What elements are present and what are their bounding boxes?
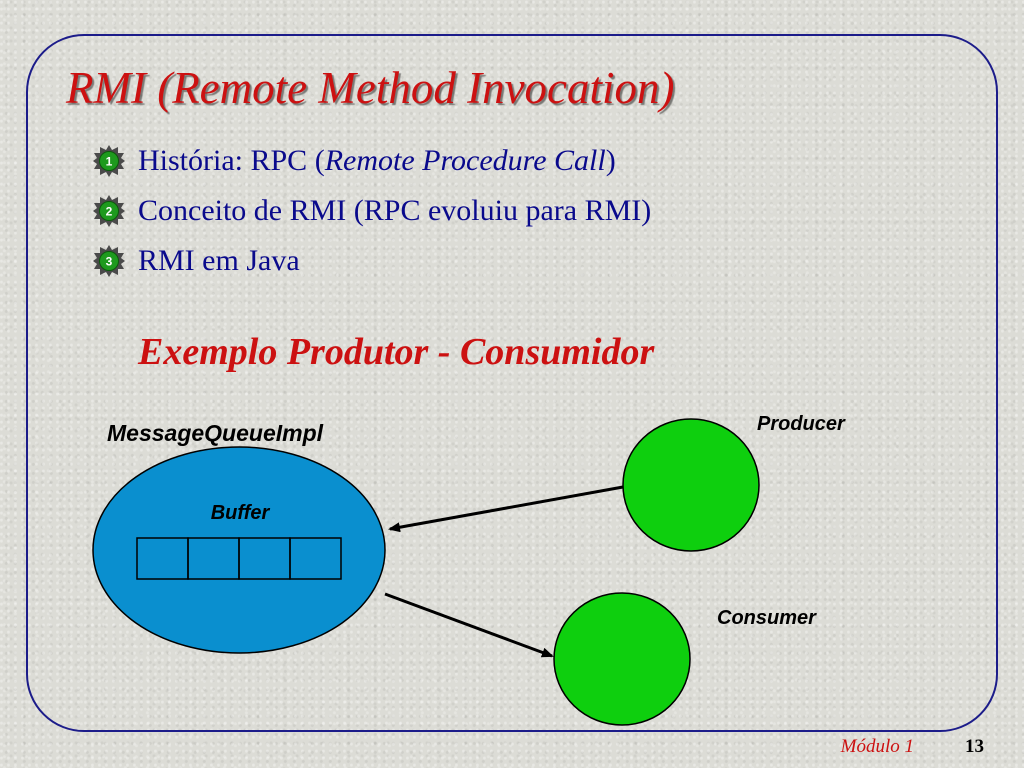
badge-number: 3	[106, 255, 113, 269]
bullet-list: 1 História: RPC (Remote Procedure Call) …	[92, 136, 651, 286]
producer-to-queue-arrow	[388, 485, 624, 533]
buffer-slot	[289, 537, 342, 580]
badge-number: 1	[106, 155, 113, 169]
buffer-label: Buffer	[211, 502, 271, 524]
page-number: 13	[965, 736, 984, 757]
bullet-text: RMI em Java	[138, 244, 300, 277]
bullet-text: História: RPC (Remote Procedure Call)	[138, 144, 616, 177]
queue-label: MessageQueueImpl	[107, 420, 324, 446]
section-heading: Exemplo Produtor - Consumidor	[138, 331, 655, 373]
bullet-item-concept: 2 Conceito de RMI (RPC evoluiu para RMI)	[92, 186, 651, 236]
bullet-italic-text: Remote Procedure Call	[324, 144, 606, 177]
numbered-badge-icon: 1	[93, 145, 125, 177]
buffer-slots	[136, 537, 342, 580]
producer-node	[622, 418, 760, 552]
numbered-badge-icon: 3	[93, 245, 125, 277]
badge-number: 2	[106, 205, 113, 219]
numbered-badge-icon: 2	[93, 195, 125, 227]
slide-frame	[26, 34, 998, 732]
consumer-label: Consumer	[717, 607, 817, 629]
producer-label: Producer	[757, 413, 846, 435]
slide-title: RMI (Remote Method Invocation)	[66, 63, 675, 113]
queue-to-consumer-arrow	[384, 592, 554, 658]
bullet-text: Conceito de RMI (RPC evoluiu para RMI)	[138, 194, 652, 227]
bullet-item-java: 3 RMI em Java	[92, 236, 651, 286]
consumer-node	[553, 592, 691, 726]
bullet-item-history: 1 História: RPC (Remote Procedure Call)	[92, 136, 651, 186]
footer-module: Módulo 1	[840, 736, 914, 757]
